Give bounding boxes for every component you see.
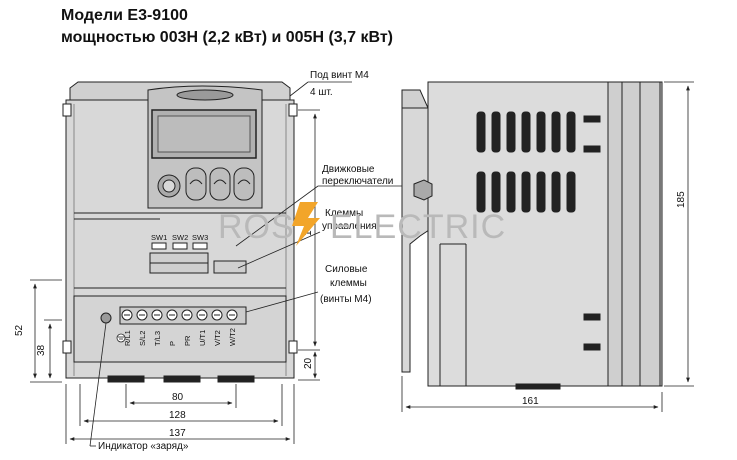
screw-slot-bl <box>62 340 72 354</box>
dim-38: 38 <box>36 344 47 356</box>
control-terminal-a <box>149 252 209 264</box>
callout-ctrl-1: Клеммы <box>325 208 363 219</box>
knockout-3 <box>217 375 255 383</box>
vent-slots <box>476 111 576 213</box>
terminal-label: U/T1 <box>198 330 207 346</box>
terminal-label: S/L2 <box>138 331 147 346</box>
dim-185: 185 <box>676 191 687 208</box>
switch-label-3: SW3 <box>192 233 208 242</box>
watermark-bolt-icon <box>292 202 320 246</box>
terminal-label: T/L3 <box>153 331 162 346</box>
terminal-label: R/L1 <box>123 330 132 346</box>
dim-137: 137 <box>169 428 186 439</box>
screw-slot-br <box>288 340 298 354</box>
key-1 <box>185 167 207 201</box>
callout-power-1: Силовые <box>325 264 368 275</box>
callout-screw-1: Под винт M4 <box>310 70 369 81</box>
watermark-right: ELECTRIC <box>330 208 506 246</box>
front-view <box>62 81 298 383</box>
callout-power-2: клеммы <box>330 278 367 289</box>
terminal-label: P <box>168 341 177 346</box>
screw-slot-tr <box>288 103 298 117</box>
control-terminal-c <box>213 260 247 274</box>
callout-charge: Индикатор «заряд» <box>98 441 189 452</box>
switch-label-1: SW1 <box>151 233 167 242</box>
knockout-1 <box>107 375 145 383</box>
side-view <box>401 81 663 390</box>
ground-symbol <box>116 333 126 343</box>
terminal-label: V/T2 <box>213 330 222 346</box>
key-3 <box>233 167 255 201</box>
charge-indicator <box>100 312 112 324</box>
watermark-left: ROS <box>218 208 295 246</box>
sw3 <box>192 242 208 250</box>
callout-power-3: (винты M4) <box>320 294 372 305</box>
control-terminal-b <box>149 262 209 274</box>
title-line-2: мощностью 003H (2,2 кВт) и 005H (3,7 кВт… <box>61 29 393 46</box>
switch-label-2: SW2 <box>172 233 188 242</box>
callout-dip-1: Движковые <box>322 164 375 175</box>
dim-20: 20 <box>303 357 314 369</box>
callout-screw-2: 4 шт. <box>310 87 333 98</box>
dim-52: 52 <box>14 324 25 336</box>
knockout-2 <box>163 375 201 383</box>
dim-80: 80 <box>172 392 184 403</box>
key-2 <box>209 167 231 201</box>
callout-ctrl-2: управления <box>322 221 377 232</box>
dim-128: 128 <box>169 410 186 421</box>
title-line-1: Модели E3-9100 <box>61 7 188 24</box>
callout-dip-2: переключатели <box>322 176 393 187</box>
sw2 <box>172 242 188 250</box>
sw1 <box>151 242 167 250</box>
terminal-label: W/T2 <box>228 328 237 346</box>
terminal-label: PR <box>183 335 192 346</box>
dimension-lines <box>30 81 694 447</box>
dim-161: 161 <box>522 396 539 407</box>
screw-slot-tl <box>62 103 72 117</box>
